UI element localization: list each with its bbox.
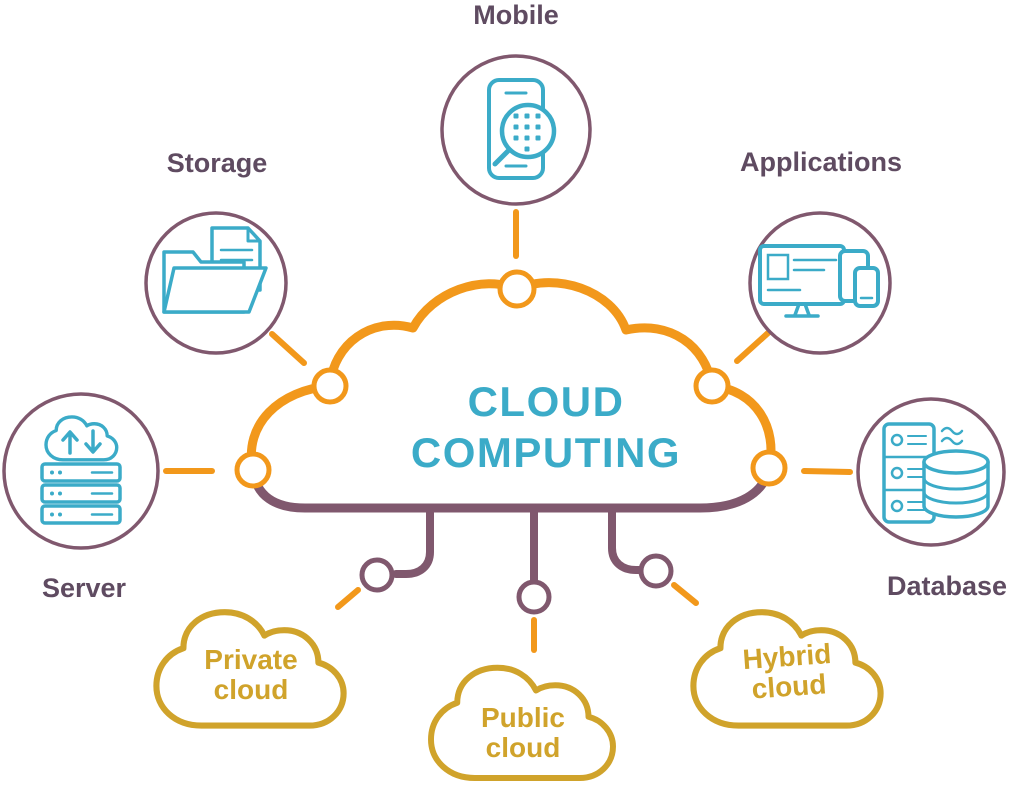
connector-private-drop: [392, 504, 434, 578]
folder-documents-icon: [162, 226, 268, 314]
server-bars: [40, 462, 122, 525]
drop-node-hybrid: [638, 553, 674, 589]
link-hybrid: [671, 582, 699, 606]
cloud-node-top: [497, 269, 537, 309]
database-label: Database: [886, 571, 1008, 601]
title-line1: CLOUD: [467, 378, 625, 425]
phone: [853, 266, 880, 308]
drop-node-private: [359, 557, 395, 593]
central-cloud-base: [248, 463, 774, 513]
mobile-label: Mobile: [473, 0, 559, 30]
cloud-node-upper-right: [693, 367, 731, 405]
cloud-node-left: [234, 451, 272, 489]
document-fold: [246, 226, 262, 243]
signal-wave: [940, 426, 964, 436]
storage-label: Storage: [166, 148, 268, 178]
monitor-stand: [793, 302, 811, 317]
server-database-icon: [882, 422, 990, 524]
public-cloud-shape: [428, 664, 616, 781]
public-cloud-label: Public cloud: [480, 702, 566, 763]
applications-label: Applications: [739, 147, 903, 177]
monitor-window: [766, 253, 790, 281]
server-label: Server: [41, 573, 127, 603]
download-arrow: [84, 429, 102, 454]
signal-wave: [940, 436, 964, 446]
private-cloud-shape: [153, 609, 347, 729]
hybrid-cloud-label: Hybrid cloud: [741, 637, 833, 705]
db-cylinder-ring: [922, 476, 990, 491]
db-cylinder-top: [922, 449, 990, 475]
cloud-node-upper-left: [311, 367, 349, 405]
upload-arrow: [61, 430, 79, 455]
diagram-title: CLOUD COMPUTING: [411, 376, 681, 478]
drop-node-public: [516, 579, 552, 615]
connector-hybrid-drop: [608, 504, 644, 574]
magnifier-handle: [492, 147, 512, 167]
smartphone-search-icon: [487, 78, 557, 180]
private-cloud-label: Private cloud: [204, 644, 298, 705]
cloud-node-right: [750, 449, 788, 487]
link-database: [801, 468, 853, 475]
server-cloud-sync-icon: [40, 415, 122, 525]
folder-front: [162, 266, 268, 314]
link-private: [335, 587, 361, 610]
keypad-dots: [513, 113, 541, 152]
hybrid-cloud-shape: [690, 609, 884, 729]
link-applications: [734, 330, 771, 364]
link-storage: [269, 331, 307, 366]
title-line2: COMPUTING: [410, 429, 682, 477]
devices-icon: [758, 244, 880, 318]
sync-cloud: [44, 415, 119, 462]
db-cylinder-ring: [922, 490, 990, 505]
